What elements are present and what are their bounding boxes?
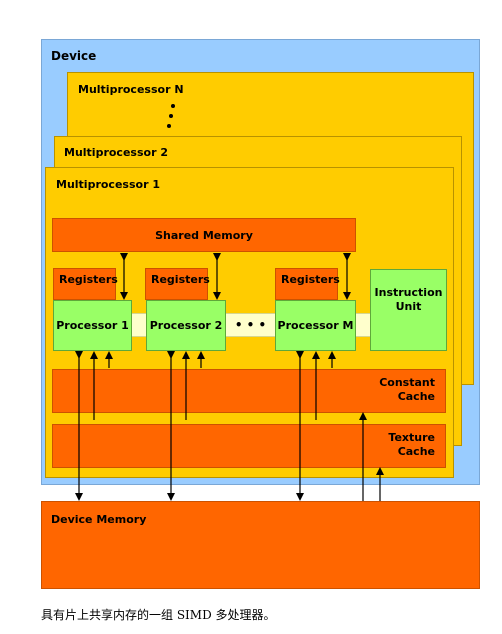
device-label: Device bbox=[51, 49, 97, 63]
device-memory-box: Device Memory bbox=[41, 501, 480, 589]
instruction-unit-box: Instruction Unit bbox=[370, 269, 447, 351]
multiprocessor-2-label: Multiprocessor 2 bbox=[64, 146, 168, 159]
multiprocessor-1-label: Multiprocessor 1 bbox=[56, 178, 160, 191]
multiprocessor-n-label: Multiprocessor N bbox=[78, 83, 184, 96]
processor-m-box: Processor M bbox=[275, 300, 356, 351]
registers-box-1: Registers bbox=[53, 268, 118, 300]
processor-1-box: Processor 1 bbox=[53, 300, 132, 351]
registers-box-m: Registers bbox=[275, 268, 340, 300]
constant-cache-box: Constant Cache bbox=[52, 369, 446, 413]
shared-memory-box: Shared Memory bbox=[52, 218, 356, 252]
stack-dots bbox=[166, 104, 176, 132]
registers-box-2: Registers bbox=[145, 268, 210, 300]
processor-ellipsis: • • • bbox=[234, 318, 267, 332]
device-memory-label: Device Memory bbox=[51, 513, 147, 526]
processor-2-box: Processor 2 bbox=[146, 300, 226, 351]
figure-caption: 具有片上共享内存的一组 SIMD 多处理器。 bbox=[41, 608, 276, 622]
texture-cache-box: Texture Cache bbox=[52, 424, 446, 468]
